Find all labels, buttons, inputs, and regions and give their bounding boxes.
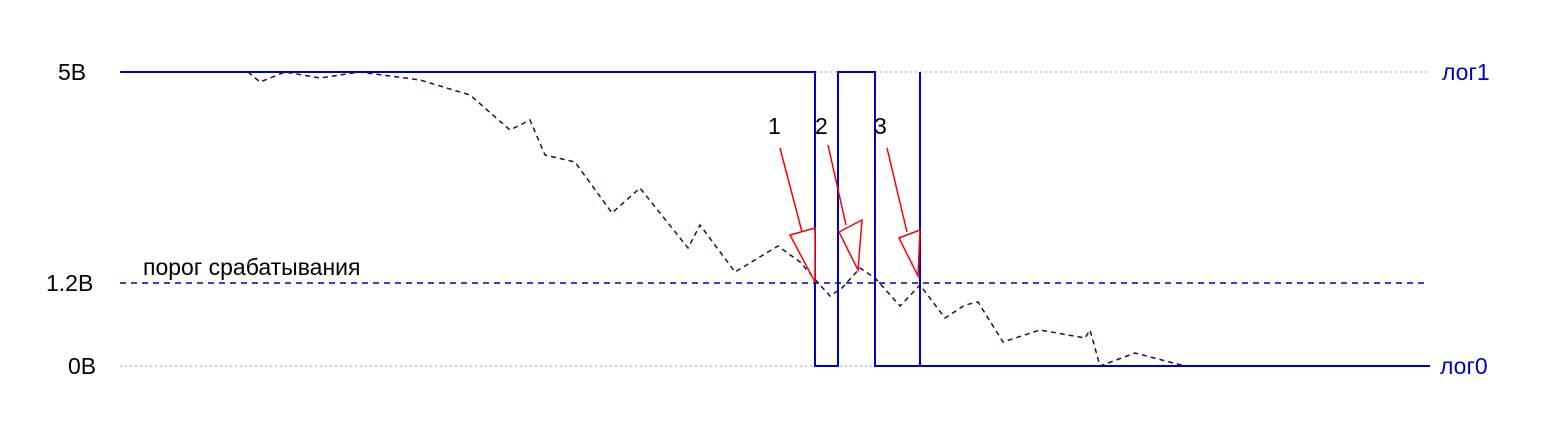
arrow-1: [779, 147, 816, 283]
level-label-threshold: 1.2В: [46, 270, 93, 296]
level-label-5v: 5В: [58, 59, 86, 85]
analog-signal-curve: [247, 71, 1186, 367]
threshold-caption: порог срабатывания: [143, 254, 360, 280]
marker-3-label: 3: [874, 113, 887, 139]
marker-2-label: 2: [815, 113, 828, 139]
marker-1-label: 1: [768, 113, 781, 139]
level-label-0v: 0В: [68, 353, 96, 379]
arrow-2: [827, 144, 863, 273]
logic-low-label: лог0: [1440, 353, 1488, 379]
arrow-3: [886, 147, 921, 279]
logic-high-label: лог1: [1442, 59, 1490, 85]
